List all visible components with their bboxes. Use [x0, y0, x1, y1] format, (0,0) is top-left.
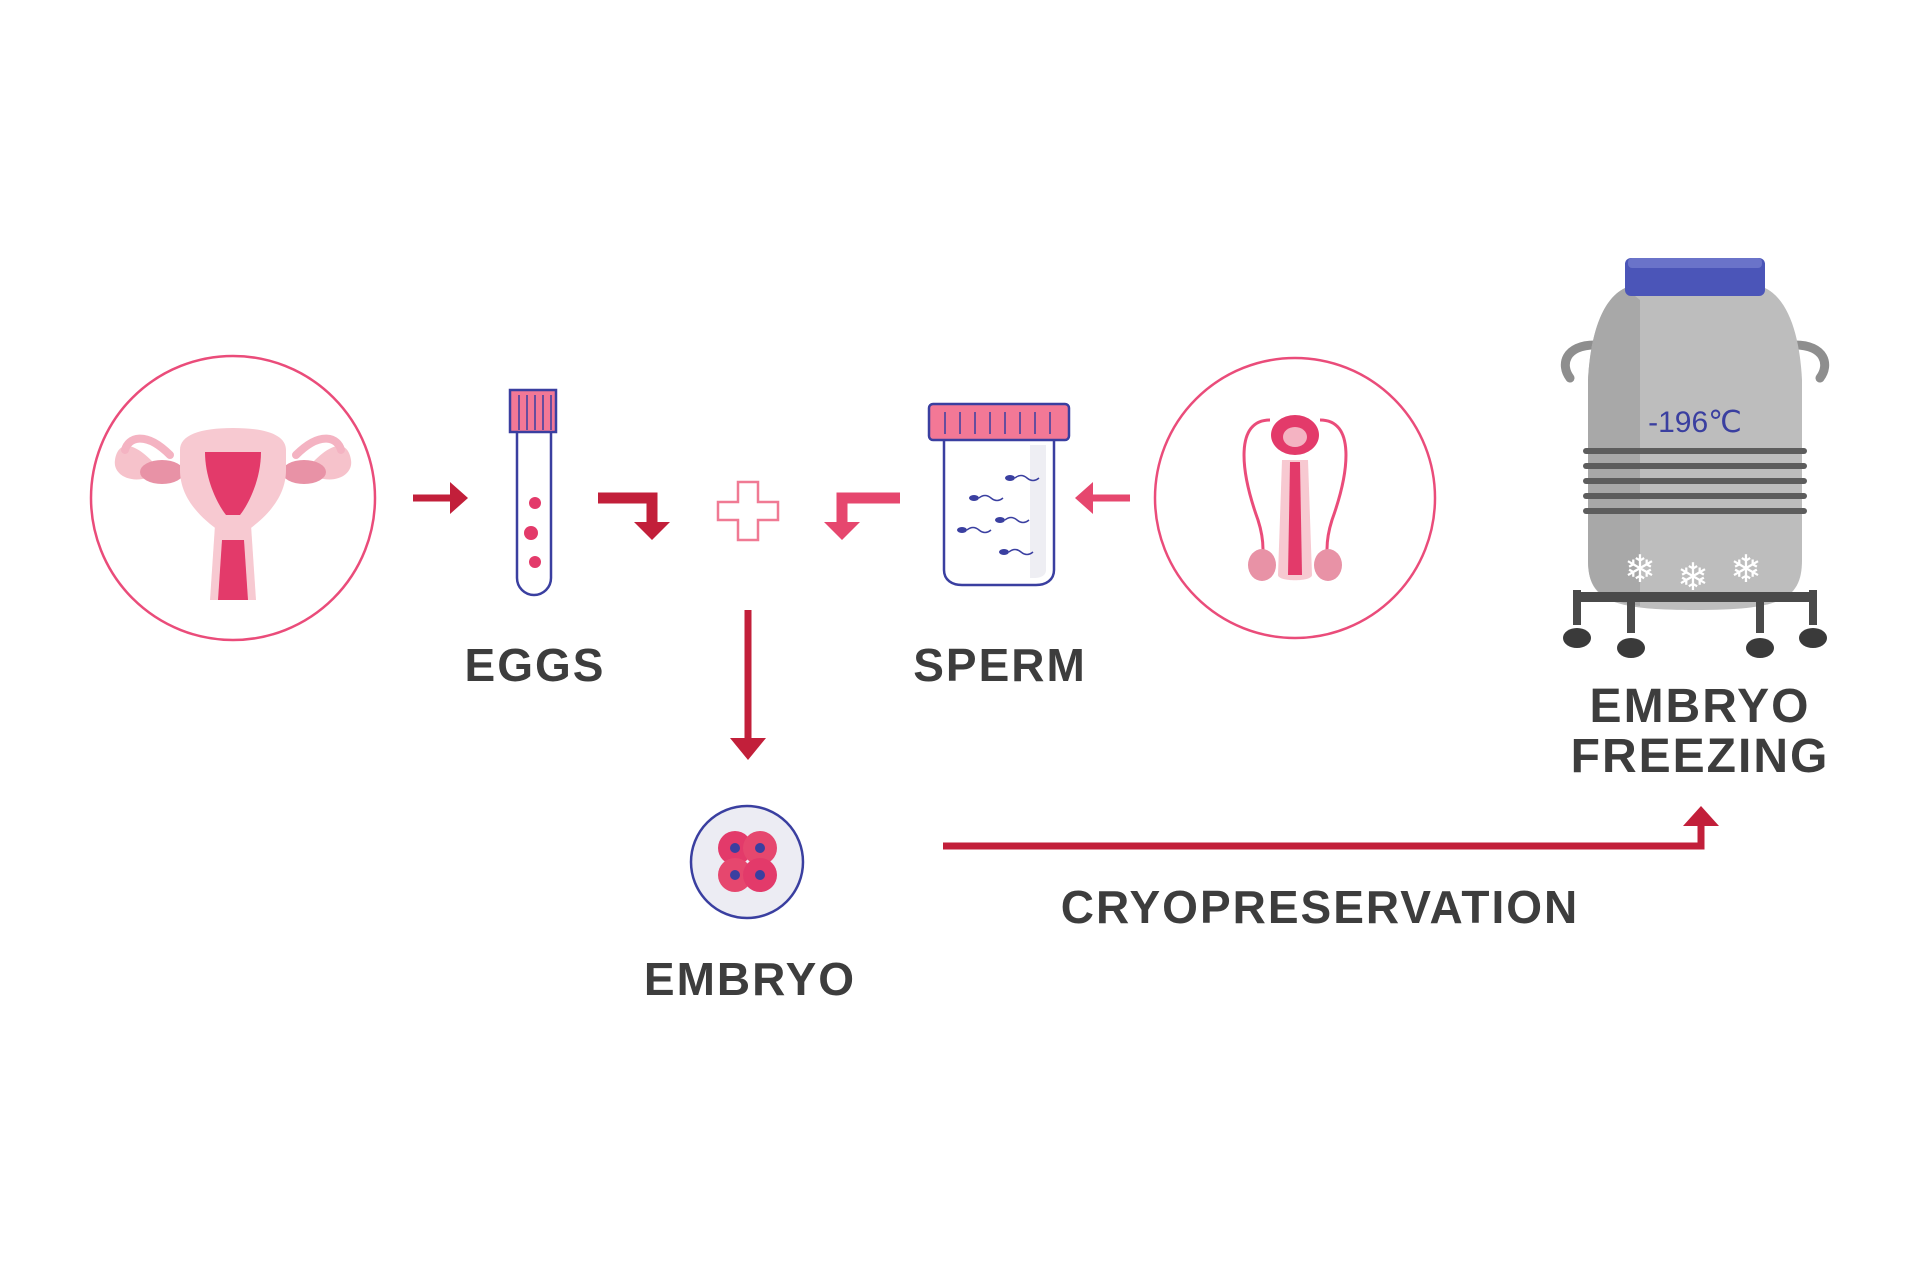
embryo-label: EMBRYO — [643, 953, 857, 1005]
snowflake-icon: ❄ — [1677, 555, 1709, 599]
arrow-eggs-to-plus — [598, 492, 670, 540]
male-anatomy-icon — [1153, 356, 1437, 640]
snowflake-icon: ❄ — [1730, 547, 1762, 591]
cryo-tank-icon: -196℃ ❄ ❄ ❄ — [1560, 258, 1830, 658]
uterus-icon — [89, 354, 377, 642]
arrow-to-sperm — [1075, 482, 1130, 514]
plus-icon — [716, 480, 780, 542]
tank-temperature: -196℃ — [1648, 406, 1742, 439]
arrow-cryopreservation — [943, 806, 1719, 850]
snowflake-icon: ❄ — [1624, 547, 1656, 591]
embryo-freezing-line1: EMBRYO — [1589, 680, 1811, 733]
arrow-to-embryo — [730, 610, 766, 760]
embryo-icon — [689, 804, 805, 920]
eggs-label: EGGS — [464, 639, 606, 691]
arrow-to-eggs — [413, 482, 468, 514]
sperm-label: SPERM — [913, 639, 1087, 691]
cryopreservation-label: CRYOPRESERVATION — [1060, 881, 1580, 933]
sperm-cup-icon — [927, 402, 1071, 587]
embryo-freezing-label: EMBRYO FREEZING — [1540, 682, 1860, 782]
embryo-freezing-line2: FREEZING — [1570, 730, 1830, 783]
arrow-sperm-to-plus — [824, 492, 900, 540]
test-tube-icon — [508, 388, 558, 597]
